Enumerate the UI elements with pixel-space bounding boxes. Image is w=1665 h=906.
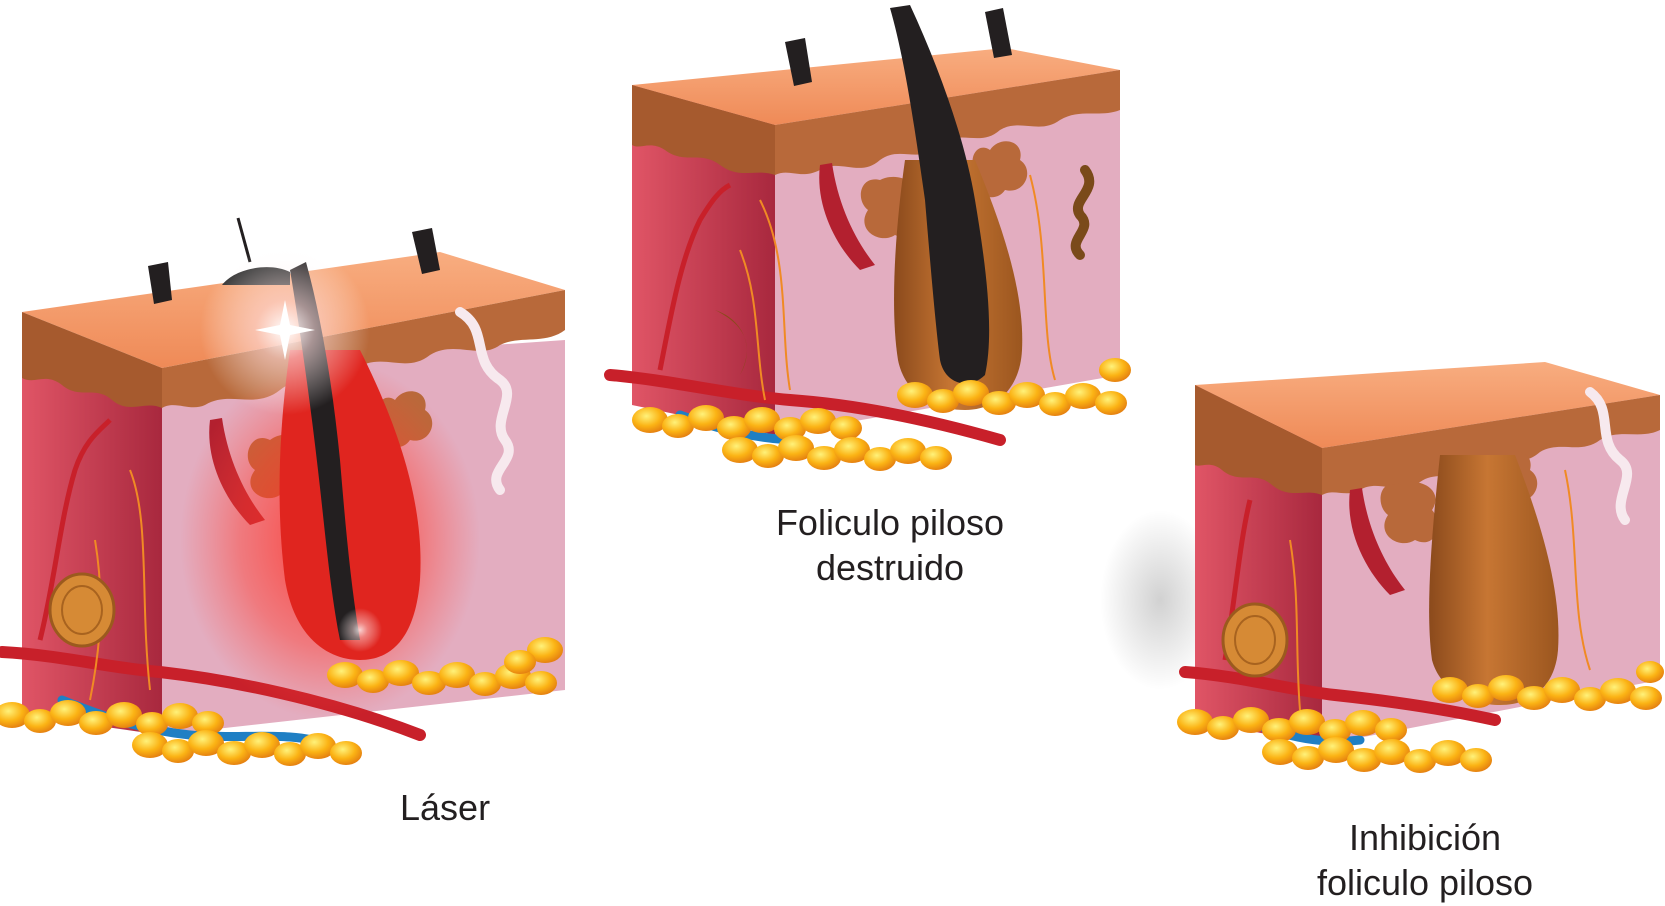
artery [604,369,1006,446]
sparkle-icon [255,300,315,360]
caption-destroyed-line1: Foliculo piloso [775,502,1005,543]
caption-destroyed: Foliculo piloso destruido [720,500,1060,590]
artery-branch [37,418,112,641]
surface-hair [785,38,812,86]
sweat-gland [1585,387,1633,525]
epidermis [1322,395,1660,495]
caption-laser: Láser [400,785,520,830]
skin-block-inhibition [1100,362,1664,773]
artery [1179,666,1501,726]
arrector-muscle [1349,488,1405,595]
nerve [739,199,791,401]
skin-block-destroyed [604,5,1131,471]
surface-hair [412,228,440,274]
surface-hair [148,262,172,304]
surface-hair [985,8,1012,58]
side-face [22,368,162,735]
skin-surface [632,48,1120,125]
caption-laser-text: Láser [400,787,491,828]
skin-surface [1195,362,1660,448]
pacinian-corpuscle [48,572,116,648]
caption-inhibition: Inhibición foliculo piloso [1260,815,1590,905]
nerve [1289,469,1591,711]
pacinian-corpuscle [1221,602,1289,678]
hair-shaft-destroyed [890,5,990,384]
sweat-gland [1070,165,1095,260]
arrector-muscle [819,163,875,270]
caption-inhibition-line2: foliculo piloso [1316,862,1534,903]
sweat-gland [455,307,514,495]
epidermis-side [22,312,162,408]
sebaceous-gland [1380,481,1438,544]
hair-follicle-inhibited [1429,455,1559,705]
skin-block-laser [0,217,565,766]
caption-inhibition-line1: Inhibición [1348,817,1502,858]
caption-destroyed-line2: destruido [815,547,965,588]
